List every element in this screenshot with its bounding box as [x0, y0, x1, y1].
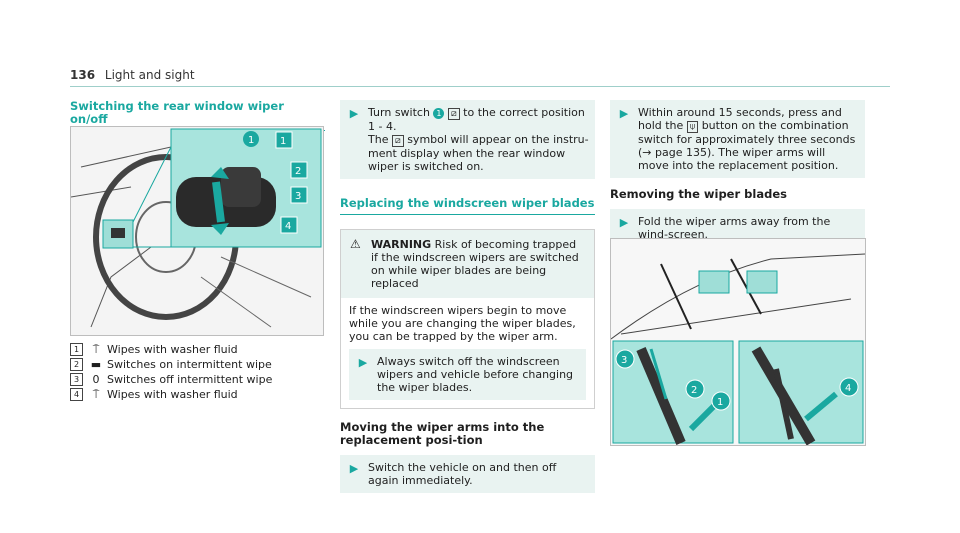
svg-text:4: 4: [845, 383, 851, 394]
wiper-washer-icon: ⍑: [92, 343, 100, 356]
page-number: 136: [70, 68, 96, 82]
warning-heading: Risk of becoming trapped if the windscre…: [371, 238, 579, 290]
warning-triangle-icon: ⚠: [350, 237, 361, 251]
step-arrow-icon: ▶: [619, 107, 629, 120]
key-2: 2: [70, 358, 83, 371]
legend-text-1: Wipes with washer fluid: [107, 343, 238, 356]
rear-wiper-illustration: 1 1 2 3 4: [71, 127, 323, 335]
warning-step: ▶ Always switch off the windscreen wiper…: [349, 349, 586, 400]
legend-text-2: Switches on intermittent wipe: [107, 358, 272, 371]
key-3: 3: [70, 373, 83, 386]
legend-list: 1 ⍑ Wipes with washer fluid 2 ▬ Switches…: [70, 342, 330, 402]
figure-wiper-blades: 3 2 1 4: [610, 238, 866, 446]
wiper-washer-icon: ⍑: [92, 388, 100, 401]
header-rule: [70, 86, 890, 87]
step-arrow-icon: ▶: [619, 216, 629, 229]
svg-text:2: 2: [295, 166, 301, 177]
step-arrow-icon: ▶: [358, 356, 368, 369]
step-switch-vehicle: ▶ Switch the vehicle on and then off aga…: [340, 455, 595, 493]
svg-text:1: 1: [280, 136, 286, 147]
warning-body: If the windscreen wipers begin to move w…: [349, 304, 576, 343]
key-1: 1: [70, 343, 83, 356]
legend-item-1: 1 ⍑ Wipes with washer fluid: [70, 342, 330, 357]
key-4: 4: [70, 388, 83, 401]
right-column: ▶ Within around 15 seconds, press and ho…: [610, 100, 865, 257]
switch-callout-icon: 1: [433, 108, 445, 119]
subhead-removing-wiper-blades: Removing the wiper blades: [610, 187, 787, 201]
step-press-hold: ▶ Within around 15 seconds, press and ho…: [610, 100, 865, 178]
svg-text:2: 2: [691, 385, 697, 396]
legend-text-3: Switches off intermittent wipe: [107, 373, 273, 386]
section-title-replacing: Replacing the windscreen wiper blades: [340, 197, 595, 215]
svg-text:3: 3: [621, 355, 627, 366]
svg-text:1: 1: [717, 397, 723, 408]
page-header-title: Light and sight: [104, 68, 195, 82]
subhead-moving-wiper-arms: Moving the wiper arms into the replaceme…: [340, 420, 545, 447]
legend-item-4: 4 ⍑ Wipes with washer fluid: [70, 387, 330, 402]
legend-item-2: 2 ▬ Switches on intermittent wipe: [70, 357, 330, 372]
rear-wiper-icon: ⧄: [447, 108, 460, 120]
step-turn-switch: ▶ Turn switch 1 ⧄ to the correct positio…: [340, 100, 595, 179]
warning-label: WARNING: [371, 238, 432, 251]
legend-text-4: Wipes with washer fluid: [107, 388, 238, 401]
legend-item-3: 3 0 Switches off intermittent wipe: [70, 372, 330, 387]
svg-text:4: 4: [285, 221, 291, 232]
page-header: 136 Light and sight: [70, 68, 195, 82]
figure-rear-wiper-switch: 1 1 2 3 4: [70, 126, 324, 336]
step-arrow-icon: ▶: [349, 107, 359, 120]
zero-icon: 0: [92, 373, 100, 386]
step-arrow-icon: ▶: [349, 462, 359, 475]
wiper-button-icon: ⍦: [686, 121, 699, 133]
wiper-blade-illustration: 3 2 1 4: [611, 239, 865, 445]
middle-column: ▶ Turn switch 1 ⧄ to the correct positio…: [340, 100, 595, 503]
intermittent-icon: ▬: [90, 358, 102, 371]
warning-box: ⚠ WARNING Risk of becoming trapped if th…: [340, 229, 595, 409]
rear-wiper-icon: ⧄: [391, 135, 404, 147]
svg-text:3: 3: [295, 191, 301, 202]
svg-text:1: 1: [248, 135, 254, 146]
